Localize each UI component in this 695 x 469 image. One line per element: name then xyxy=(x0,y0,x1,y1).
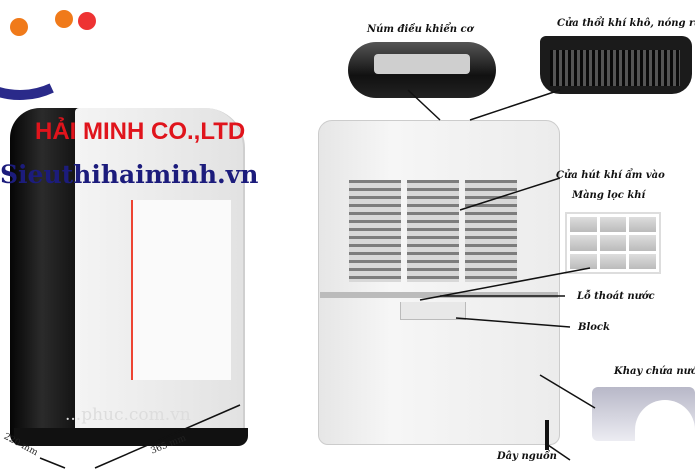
logo-figure xyxy=(78,12,96,30)
logo-figure xyxy=(55,10,73,28)
block-part xyxy=(400,302,466,320)
label-air-inlet: Cửa hút khí ẩm vào xyxy=(556,170,665,181)
air-inlet-grille xyxy=(347,178,519,284)
dehumidifier-base xyxy=(14,428,248,446)
control-knob xyxy=(374,54,470,74)
air-filter xyxy=(565,212,661,274)
faint-watermark: ...phuc.com.vn xyxy=(65,405,191,425)
brand-watermark: HẢI MINH CO.,LTD xyxy=(35,118,246,145)
product-label-sticker xyxy=(131,200,231,380)
label-air-filter: Màng lọc khí xyxy=(572,190,646,201)
label-block: Block xyxy=(578,322,610,333)
dehumidifier-back xyxy=(318,120,560,445)
drain-divider xyxy=(320,292,558,298)
site-watermark: Sieuthihaiminh.vn xyxy=(0,160,259,189)
air-outlet-slots xyxy=(550,50,680,86)
label-drain-hole: Lỗ thoát nước xyxy=(577,291,655,302)
water-tank-arch xyxy=(635,400,695,460)
logo-figure xyxy=(10,18,28,36)
label-air-outlet: Cửa thổi khí khô, nóng ra xyxy=(557,18,695,29)
label-control-knob: Núm điều khiển cơ xyxy=(367,24,474,35)
label-power-cord: Dây nguồn xyxy=(497,451,557,462)
label-water-tank: Khay chứa nước xyxy=(614,366,695,377)
power-cord xyxy=(545,420,549,450)
